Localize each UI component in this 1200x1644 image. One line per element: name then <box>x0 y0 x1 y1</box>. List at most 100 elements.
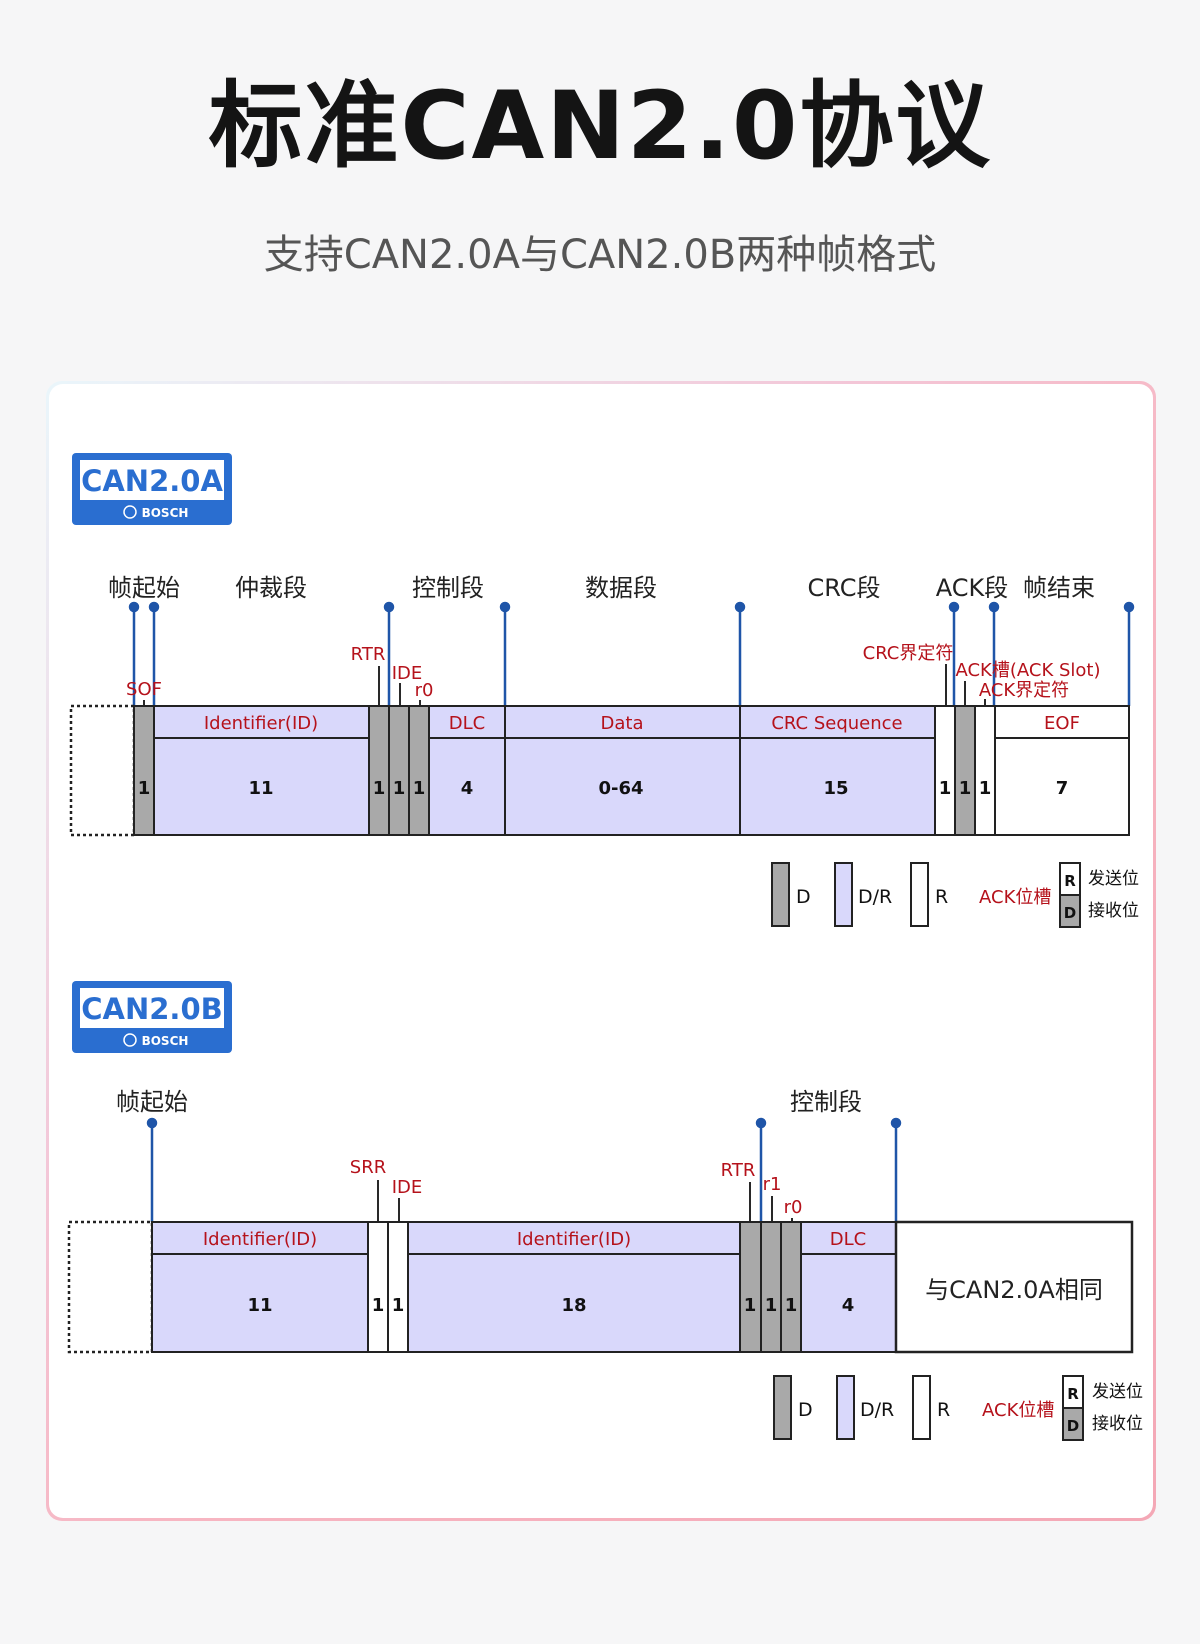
legend-a: D D/R R ACK位槽 R D 发送位 接收位 <box>771 862 1139 928</box>
frame-b-same-label: 与CAN2.0A相同 <box>925 1276 1103 1304</box>
bosch-logo-icon <box>123 505 137 519</box>
can20b-badge: CAN2.0B BOSCH <box>72 981 232 1053</box>
legend-b-d: D <box>798 1399 813 1421</box>
bit-b-srr: SRR <box>350 1157 386 1178</box>
legend-b-dr-swatch <box>836 1375 855 1440</box>
frame-b-field-ide <box>387 1221 409 1353</box>
frame-b-len-srr: 1 <box>372 1295 385 1316</box>
legend-b-recv: 接收位 <box>1092 1414 1143 1434</box>
legend-a-d: D <box>796 886 811 908</box>
legend-a-d-swatch <box>771 862 790 927</box>
legend-a-box-r-label: R <box>1064 872 1076 890</box>
frame-b-field-r1 <box>760 1221 782 1353</box>
frame-b-len-id2: 18 <box>561 1295 586 1316</box>
bosch-logo-icon <box>123 1033 137 1047</box>
legend-a-send: 发送位 <box>1088 869 1139 889</box>
frame-a-len-id: 11 <box>248 778 273 799</box>
seg-a-ctrl: 控制段 <box>412 574 484 602</box>
frame-a-field-ide <box>388 705 410 836</box>
seg-a-arb: 仲裁段 <box>235 574 307 602</box>
legend-b-box-d-label: D <box>1067 1417 1079 1435</box>
frame-a-id-label: Identifier(ID) <box>204 713 318 734</box>
frame-a-field-eof <box>994 737 1130 836</box>
frame-b-field-id1 <box>151 1253 369 1353</box>
legend-a-recv: 接收位 <box>1088 901 1139 921</box>
frame-b <box>67 1220 1134 1354</box>
legend-b-send: 发送位 <box>1092 1382 1143 1402</box>
frame-a-data-label: Data <box>601 713 644 734</box>
frame-a-field-rtr <box>368 705 390 836</box>
seg-a-sof: 帧起始 <box>108 574 180 602</box>
legend-a-r-swatch <box>910 862 929 927</box>
bit-a-rtr: RTR <box>351 644 386 665</box>
legend-a-box-d <box>1059 894 1081 928</box>
frame-b-len-rtr: 1 <box>744 1295 757 1316</box>
frame-a-len-data: 0-64 <box>598 778 643 799</box>
frame-a-field-data <box>504 737 741 836</box>
seg-b-sof: 帧起始 <box>116 1088 188 1116</box>
frame-b-len-ide: 1 <box>392 1295 405 1316</box>
legend-a-r: R <box>935 886 948 908</box>
frame-b-id2-label: Identifier(ID) <box>517 1229 631 1250</box>
frame-a-len-r0: 1 <box>413 778 426 799</box>
frame-b-field-rest <box>894 1220 1134 1354</box>
frame-b-len-dlc: 4 <box>842 1295 855 1316</box>
frame-a-len-dlc: 4 <box>461 778 474 799</box>
frame-a-len-sof: 1 <box>138 778 151 799</box>
bit-a-ack-delim: ACK界定符 <box>979 680 1069 701</box>
frame-a-field-dlc <box>428 737 506 836</box>
frame-a-field-crc-delim <box>934 705 956 836</box>
frame-a-len-ide: 1 <box>393 778 406 799</box>
frame-a-eof-label: EOF <box>1044 713 1080 734</box>
legend-b-box-r-label: R <box>1067 1385 1079 1403</box>
legend-b-d-swatch <box>773 1375 792 1440</box>
frame-b-field-id2 <box>407 1253 741 1353</box>
frame-a-len-rtr: 1 <box>373 778 386 799</box>
frame-a-field-ack-slot <box>954 705 976 836</box>
frame-b-field-r0 <box>780 1221 802 1353</box>
frame-b-field-rtr <box>739 1221 762 1353</box>
bit-b-ide: IDE <box>392 1177 423 1198</box>
frame-a-len-ack-slot: 1 <box>959 778 972 799</box>
frame-b-len-r1: 1 <box>765 1295 778 1316</box>
frame-a-field-id-header <box>153 705 370 739</box>
frame-a-len-eof: 7 <box>1056 778 1069 799</box>
legend-a-ack-slot: ACK位槽 <box>979 887 1051 908</box>
bit-a-r0: r0 <box>415 680 434 701</box>
page-title: 标准CAN2.0协议 <box>208 72 992 181</box>
bit-a-ide: IDE <box>392 663 423 684</box>
seg-a-data: 数据段 <box>585 574 657 602</box>
badge-a-name: CAN2.0A <box>81 464 223 498</box>
frame-a-field-r0 <box>408 705 430 836</box>
frame-b-dlc-label: DLC <box>830 1229 866 1250</box>
legend-b: D D/R R ACK位槽 R D 发送位 接收位 <box>773 1375 1143 1441</box>
frame-b-field-srr <box>367 1221 389 1353</box>
frame-b-field-dlc <box>800 1253 897 1353</box>
bit-a-crc-delim: CRC界定符 <box>863 643 954 664</box>
legend-b-dr: D/R <box>860 1399 894 1421</box>
frame-a-field-sof <box>133 705 155 836</box>
badge-b-brand: BOSCH <box>142 1034 189 1048</box>
badge-a-brand: BOSCH <box>142 506 189 520</box>
frame-a-field-crc <box>739 737 936 836</box>
legend-b-r-swatch <box>912 1375 931 1440</box>
seg-b-ctrl: 控制段 <box>790 1088 862 1116</box>
bit-b-rtr: RTR <box>721 1160 756 1181</box>
seg-a-ack: ACK段 <box>936 574 1009 602</box>
frame-a-prev-bits <box>69 704 136 837</box>
frame-a-boundaries <box>128 601 1135 706</box>
legend-a-dr: D/R <box>858 886 892 908</box>
legend-a-box-d-label: D <box>1064 904 1076 922</box>
frame-b-id1-label: Identifier(ID) <box>203 1229 317 1250</box>
frame-a-dlc-label: DLC <box>449 713 485 734</box>
frame-a-field-ack-delim <box>974 705 996 836</box>
bit-b-r1: r1 <box>763 1174 782 1195</box>
legend-b-box-d <box>1062 1407 1084 1441</box>
frame-a-len-ack-delim: 1 <box>979 778 992 799</box>
frame-a-crc-label: CRC Sequence <box>771 713 902 734</box>
can20a-badge: CAN2.0A BOSCH <box>72 453 232 525</box>
frame-b-len-r0: 1 <box>785 1295 798 1316</box>
bit-a-sof: SOF <box>126 679 162 700</box>
frame-a-field-id <box>153 737 370 836</box>
